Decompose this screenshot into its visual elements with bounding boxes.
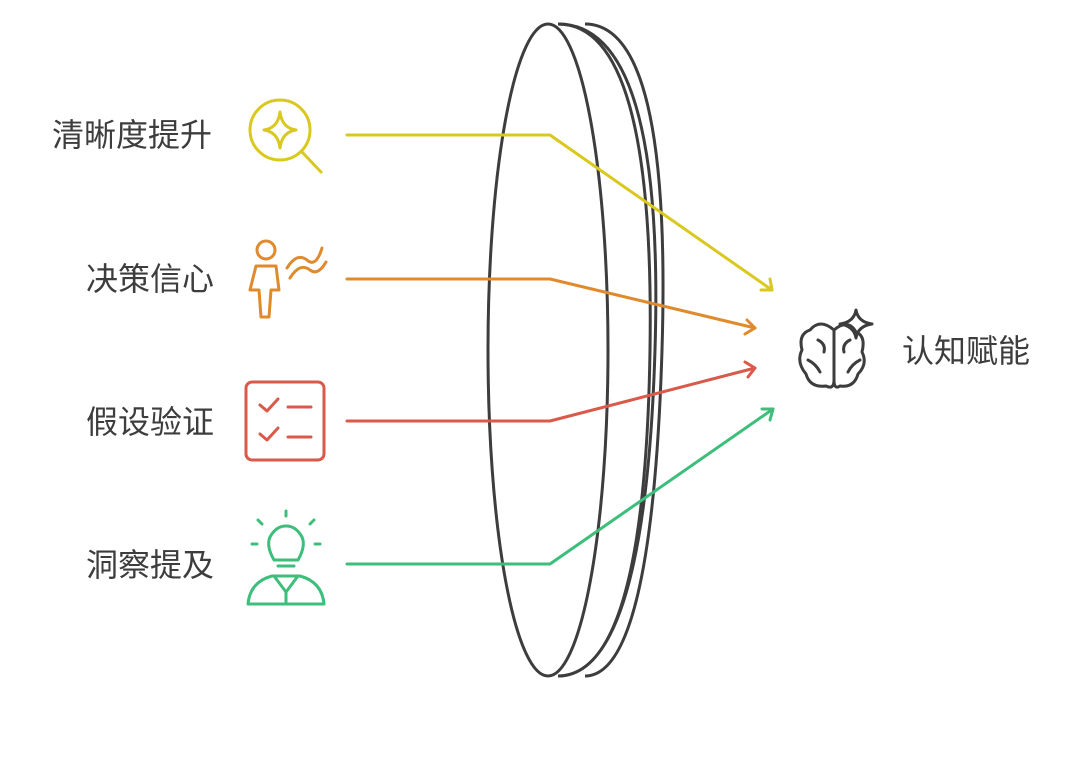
arrow-heads [743,277,775,422]
magnifier-sparkle-icon [248,98,323,174]
input-label-hypothesis: 假设验证 [86,403,214,441]
arrow-head-hypothesis [743,360,757,379]
person-path-icon [248,239,328,319]
checklist-icon [244,380,326,462]
arrow-head-clarity [759,277,774,292]
connector-insight [345,407,775,566]
input-label-insight: 洞察提及 [86,546,214,584]
connector-confidence [345,277,757,330]
connector-lines [345,133,775,566]
brain-sparkle-icon [798,308,874,389]
lens-shape [486,22,665,678]
connector-hypothesis [345,366,757,423]
arrow-head-insight [760,407,775,422]
input-label-confidence: 决策信心 [86,260,214,298]
output-label: 认知赋能 [902,332,1030,370]
lightbulb-person-icon [246,509,326,606]
connector-clarity [345,133,774,292]
arrow-head-confidence [743,318,757,336]
input-label-clarity: 清晰度提升 [52,116,212,154]
